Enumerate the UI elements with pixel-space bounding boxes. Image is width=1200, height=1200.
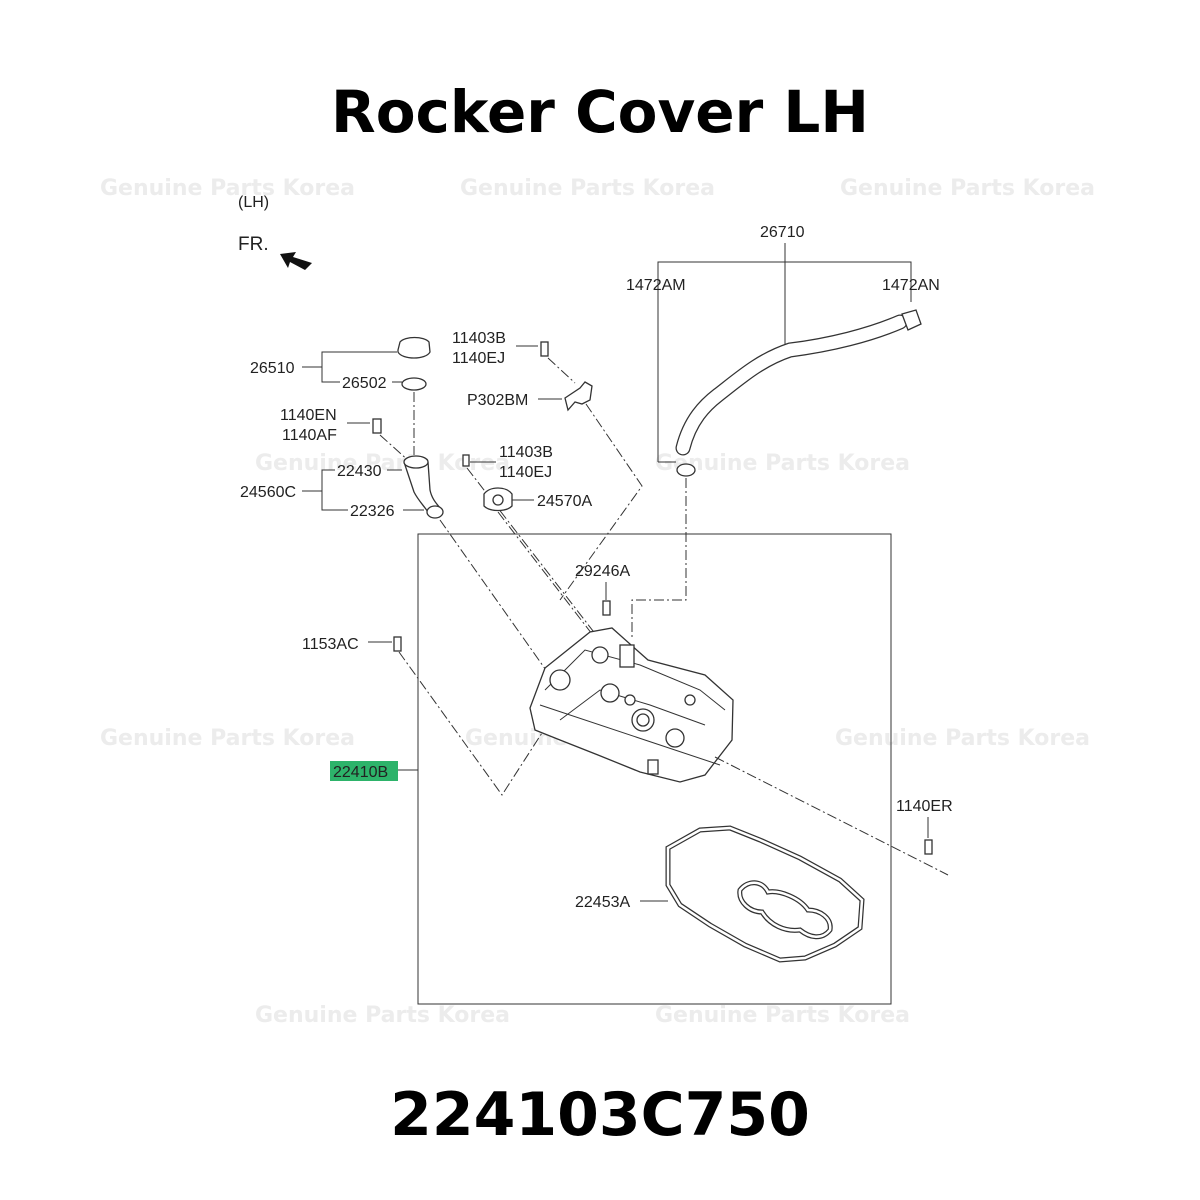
bolt-1140EN: [372, 418, 382, 434]
label-22430: 22430: [337, 463, 382, 480]
watermark: Genuine Parts Korea: [100, 176, 355, 201]
filler-cap-gasket: [401, 377, 427, 391]
breather-hose: [675, 314, 908, 456]
label-26502: 26502: [342, 375, 387, 392]
label-P302BM: P302BM: [467, 392, 528, 409]
o-ring-22326: [426, 505, 444, 519]
bracket-P302BM: [564, 381, 593, 412]
part-number: 224103C750: [390, 1080, 810, 1150]
hose-clamp-1472AM: [676, 463, 696, 477]
label-11403B-lower: 11403B: [499, 444, 553, 461]
label-24560C: 24560C: [240, 484, 296, 501]
bolt-11403B-lower: [462, 454, 470, 467]
watermark: Genuine Parts Korea: [460, 176, 715, 201]
label-1153AC: 1153AC: [302, 636, 359, 653]
stud-29246A: [602, 600, 611, 616]
watermark: Genuine Parts Korea: [100, 726, 355, 751]
label-1140EN: 1140EN: [280, 407, 337, 424]
highlight-22410B: [330, 761, 398, 781]
gasket-22453A: [665, 825, 865, 963]
label-22410B[interactable]: 22410B: [333, 764, 388, 781]
side-label: (LH): [238, 194, 269, 211]
label-24570A: 24570A: [537, 493, 592, 510]
watermark: Genuine Parts Korea: [835, 726, 1090, 751]
label-1140EJ-lower: 1140EJ: [499, 464, 552, 481]
watermark: Genuine Parts Korea: [655, 451, 910, 476]
watermark: Genuine Parts Korea: [255, 451, 510, 476]
label-1472AN: 1472AN: [882, 277, 940, 294]
page-title: Rocker Cover LH: [331, 78, 869, 146]
label-1140EJ-upper: 1140EJ: [452, 350, 505, 367]
bolt-11403B-upper: [540, 341, 549, 357]
hose-clamp-1472AN: [901, 309, 922, 331]
label-22453A: 22453A: [575, 894, 630, 911]
front-arrow-icon: [280, 252, 312, 270]
label-29246A: 29246A: [575, 563, 630, 580]
watermark: Genuine Parts Korea: [840, 176, 1095, 201]
bolt-1153AC: [393, 636, 402, 652]
label-1472AM: 1472AM: [626, 277, 686, 294]
bolt-1140ER: [924, 839, 933, 855]
oil-filler-cap: [397, 336, 431, 359]
label-26710: 26710: [760, 224, 805, 241]
watermark: Genuine Parts Korea: [655, 1003, 910, 1028]
front-label: FR.: [238, 234, 269, 255]
label-11403B-upper: 11403B: [452, 330, 506, 347]
watermark: Genuine Parts Korea: [255, 1003, 510, 1028]
label-1140ER: 1140ER: [896, 798, 953, 815]
label-22326: 22326: [350, 503, 395, 520]
label-26510: 26510: [250, 360, 295, 377]
assembly-box: [417, 533, 892, 1005]
rocker-cover-22410B: [529, 627, 734, 783]
label-1140AF: 1140AF: [282, 427, 337, 444]
